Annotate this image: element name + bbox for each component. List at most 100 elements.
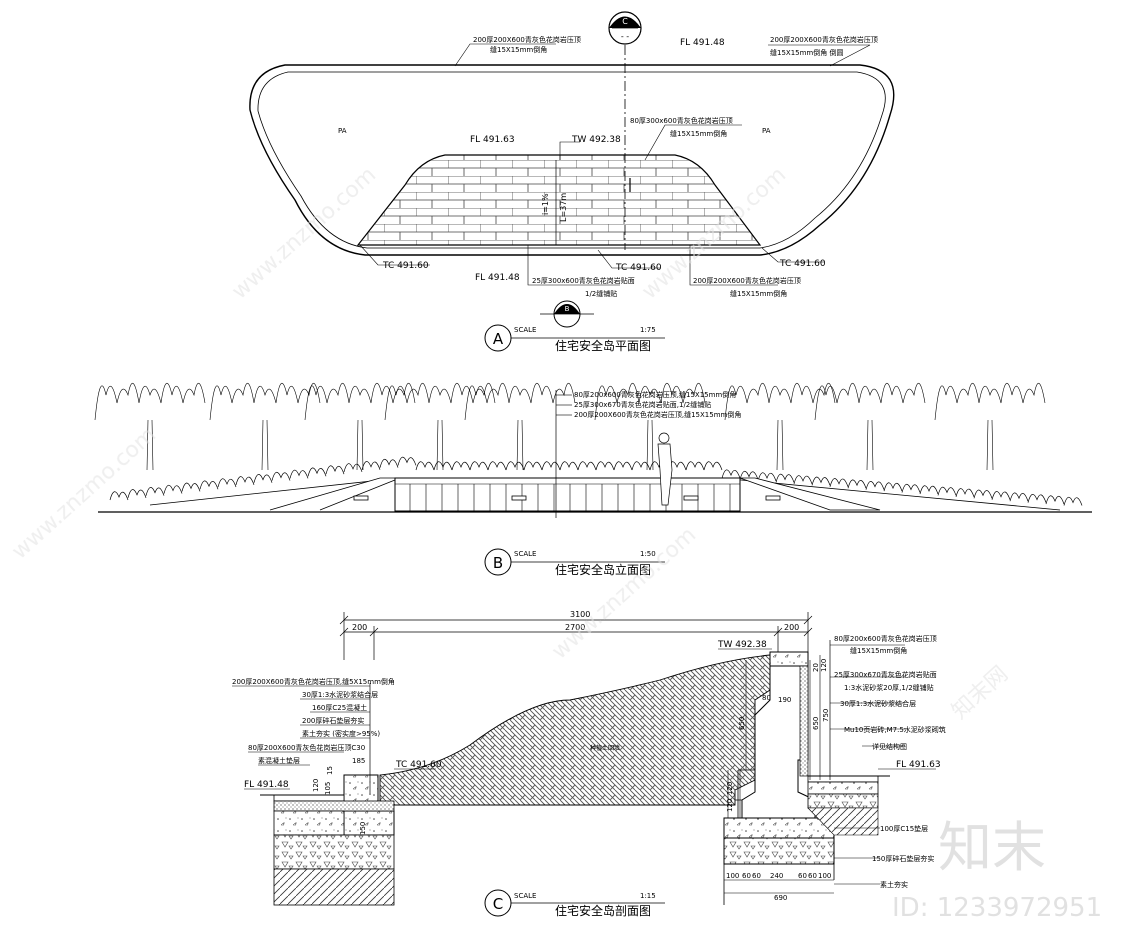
section-title-letter: C [493, 895, 503, 913]
shrub-outline [739, 471, 759, 480]
shrub-outline [685, 461, 705, 471]
elevation-note-2: 25厚300x670青灰色花岗岩贴面,1/2缝铺贴 [574, 400, 711, 409]
section-fl-right: FL 491.63 [896, 760, 941, 770]
plan-tc-right: TC 491.60 [779, 259, 826, 269]
shrub-outline [307, 467, 327, 477]
shrub-outline [757, 472, 777, 482]
shrub-outline [901, 483, 921, 493]
shrub-outline [289, 469, 309, 479]
section-right-note-4: 1:3水泥砂浆20厚,1/2缝铺贴 [844, 683, 934, 692]
shrub-outline [721, 469, 741, 479]
elevation-trees [94, 383, 1046, 471]
elevation-note-1: 80厚200x600青灰色花岗岩压顶,缝15X15mm倒角 [574, 390, 736, 399]
shrub-outline [379, 459, 399, 468]
section-left-note-6: 80厚200X600青灰色花岗岩压顶C30 [248, 743, 365, 752]
section-dim-750: 750 [822, 709, 830, 722]
plan-title: 住宅安全岛平面图 [555, 338, 651, 353]
plan-bottom-right-note-2: 缝15X15mm倒角 [730, 289, 787, 298]
tree-outline [724, 383, 836, 471]
elevation-vent-1 [353, 495, 369, 501]
plan-title-block: A SCALE 1:75 住宅安全岛平面图 [484, 324, 665, 353]
section-bottom-dim-total: 690 [774, 894, 787, 902]
section-marker-b: B [540, 300, 594, 328]
section-left-note-7: 素混凝土垫层 [258, 756, 300, 765]
elevation-note-3: 200厚200X600青灰色花岗岩压顶,缝15X15mm倒角 [574, 410, 741, 419]
shrub-outline [577, 461, 597, 471]
shrub-outline [919, 485, 939, 495]
section-dim-right: 200 [784, 623, 799, 632]
shrub-outline [991, 491, 1011, 500]
section-bottom-dim-5: 60 [798, 872, 807, 880]
watermark-site-cn: 知末网 [947, 662, 1013, 725]
elevation-vent-3 [683, 495, 699, 501]
shrub-outline [829, 478, 849, 487]
elevation-wall [394, 477, 741, 512]
section-scale: 1:15 [640, 892, 656, 900]
section-right-dim-lines [727, 655, 821, 818]
section-dim-105: 105 [324, 782, 332, 795]
elevation-title-letter: B [493, 554, 503, 572]
section-bottom-dim-4: 240 [770, 872, 783, 880]
shrub-outline [271, 471, 291, 481]
shrub-outline [487, 461, 507, 471]
tree-outline [304, 383, 416, 471]
elevation-view: 80厚200x600青灰色花岗岩压顶,缝15X15mm倒角 25厚300x670… [94, 383, 1092, 577]
elevation-vent-2 [511, 495, 527, 501]
section-dim-80: 80 [762, 694, 771, 702]
shrub-outline [415, 461, 435, 471]
section-dim-650a: 650 [738, 717, 746, 730]
section-left-paving [273, 794, 345, 802]
section-dim-120c: 120 [726, 799, 734, 812]
section-dim-left: 200 [352, 623, 367, 632]
shrub-outline [1009, 492, 1029, 502]
shrub-outline [937, 486, 957, 496]
section-left-note-5: 素土夯实 (密实度>95%) [302, 729, 380, 738]
tree-outline [94, 383, 206, 471]
plan-bottom-right-note-1: 200厚200X600青灰色花岗岩压顶 [693, 276, 801, 285]
section-left-bed [273, 800, 395, 812]
section-right-wall-stepped [735, 769, 755, 818]
section-left-gravel [273, 834, 395, 870]
watermark-site-3: www.znzmo.com [547, 522, 701, 664]
section-right-note-5: 30厚1:3水泥砂浆结合层 [840, 699, 916, 708]
section-dim-650b: 650 [812, 717, 820, 730]
section-tc-left: TC 491.60 [395, 760, 442, 770]
elevation-shrubs [109, 456, 1083, 506]
plan-fl-mid: FL 491.63 [470, 135, 515, 145]
elevation-wall-joints [395, 483, 740, 511]
plan-scale: 1:75 [640, 326, 656, 334]
plan-tw: TW 492.38 [571, 135, 621, 145]
section-right-note-6: Mu10页岩砖,M7.5水泥砂浆砌筑 [844, 725, 946, 734]
shrub-outline [847, 479, 867, 489]
section-marker-b-label: B [565, 305, 570, 313]
elevation-leader-ticks [556, 394, 572, 416]
plan-fl-top: FL 491.48 [680, 38, 725, 48]
shrub-outline [235, 476, 255, 485]
tree-outline [464, 383, 576, 471]
plan-note-top-left-2: 缝15X15mm倒角 [490, 45, 547, 54]
section-fl-left: FL 491.48 [244, 780, 289, 790]
plan-leaders [359, 43, 871, 286]
elevation-title: 住宅安全岛立面图 [555, 562, 651, 577]
section-left-note-2: 30厚1:3水泥砂浆结合层 [302, 690, 378, 699]
tree-outline [934, 383, 1046, 471]
shrub-outline [595, 461, 615, 471]
section-right-note-2: 缝15X15mm倒角 [850, 646, 907, 655]
section-right-note-7: 详见结构图 [872, 742, 907, 751]
plan-title-letter: A [493, 330, 504, 348]
section-scale-label: SCALE [514, 892, 536, 900]
shrub-outline [433, 461, 453, 471]
section-right-paving [807, 775, 879, 783]
section-bottom-dim-3: 60 [752, 872, 761, 880]
shrub-outline [883, 482, 903, 492]
shrub-outline [703, 461, 723, 471]
plan-fl-bottom: FL 491.48 [475, 273, 520, 283]
shrub-outline [1045, 495, 1065, 505]
shrub-outline [973, 489, 993, 499]
elevation-scale-label: SCALE [514, 550, 536, 558]
shrub-outline [865, 481, 885, 490]
section-dim-190: 190 [778, 696, 791, 704]
shrub-outline [181, 482, 201, 492]
section-bottom-dim-6: 60 [808, 872, 817, 880]
